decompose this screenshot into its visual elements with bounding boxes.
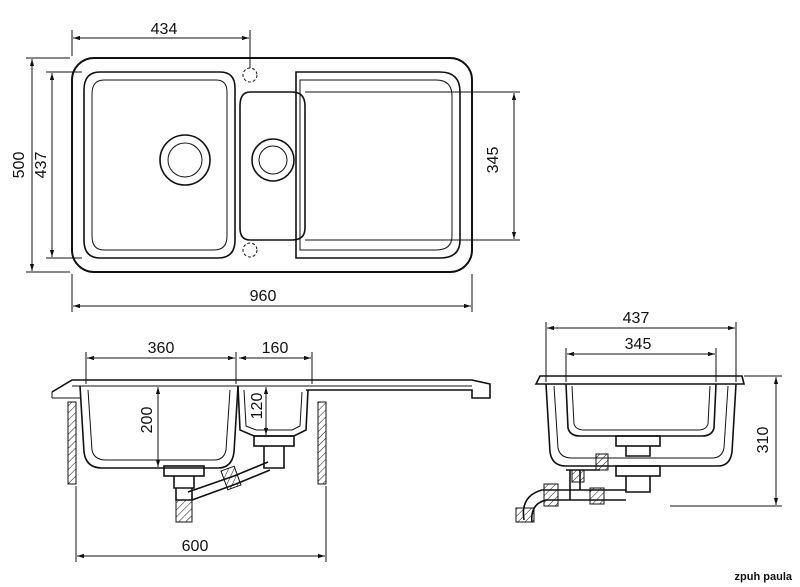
overflow-hole-icon xyxy=(242,242,258,258)
cabinet-left-wall xyxy=(67,401,77,485)
front-main-waste xyxy=(173,476,195,501)
side-connector-3-icon xyxy=(589,487,605,505)
cabinet-right-wall xyxy=(317,401,327,485)
small-bowl-outline xyxy=(239,91,306,241)
side-dim-437-label: 437 xyxy=(623,310,650,327)
brand-label: zpuh paula xyxy=(735,571,793,583)
front-pipe-connector-icon xyxy=(220,465,242,491)
tap-hole-icon xyxy=(242,67,258,83)
side-upper-drain xyxy=(615,435,661,447)
main-bowl-inner-outline xyxy=(91,79,228,251)
side-dim-345-label: 345 xyxy=(625,336,652,353)
front-trap-outlet-icon xyxy=(175,499,193,523)
dim-960-label: 960 xyxy=(250,288,277,305)
dim-600-label: 600 xyxy=(182,538,209,555)
top-view: 434 500 437 345 960 xyxy=(11,21,520,312)
dim-120-label: 120 xyxy=(249,393,266,420)
dim-160-label: 160 xyxy=(262,340,289,357)
front-main-drain xyxy=(163,465,205,477)
front-small-drain xyxy=(253,435,295,447)
small-drain-inner-icon xyxy=(258,145,288,175)
side-trap-pipe xyxy=(522,489,626,523)
main-bowl-outline xyxy=(83,71,236,259)
drainer-outline xyxy=(295,71,461,259)
small-drain-icon xyxy=(251,138,295,182)
side-connector-2-icon xyxy=(571,469,585,483)
side-rim-outline xyxy=(534,375,746,385)
dim-360-label: 360 xyxy=(148,340,175,357)
side-connector-4-icon xyxy=(595,453,609,471)
dim-345-label: 345 xyxy=(485,147,502,174)
front-view: 360 160 200 120 600 xyxy=(51,340,491,562)
front-main-bowl xyxy=(79,385,239,469)
side-connector-1-icon xyxy=(543,483,559,507)
front-rim-outline xyxy=(51,379,491,399)
side-view: 437 345 310 xyxy=(515,310,782,523)
side-lower-drain xyxy=(615,465,661,477)
side-inner-bowl xyxy=(565,383,717,437)
dim-500-label: 500 xyxy=(11,152,28,179)
dim-434-label: 434 xyxy=(151,21,178,38)
drainer-inner-outline xyxy=(299,79,453,251)
side-dim-310-label: 310 xyxy=(755,427,772,454)
main-drain-inner-icon xyxy=(167,142,203,178)
side-trap-outlet-icon xyxy=(515,507,535,523)
sink-outline xyxy=(71,57,473,273)
dim-200-label: 200 xyxy=(139,407,156,434)
main-drain-icon xyxy=(159,134,211,186)
dim-437-label: 437 xyxy=(33,152,50,179)
